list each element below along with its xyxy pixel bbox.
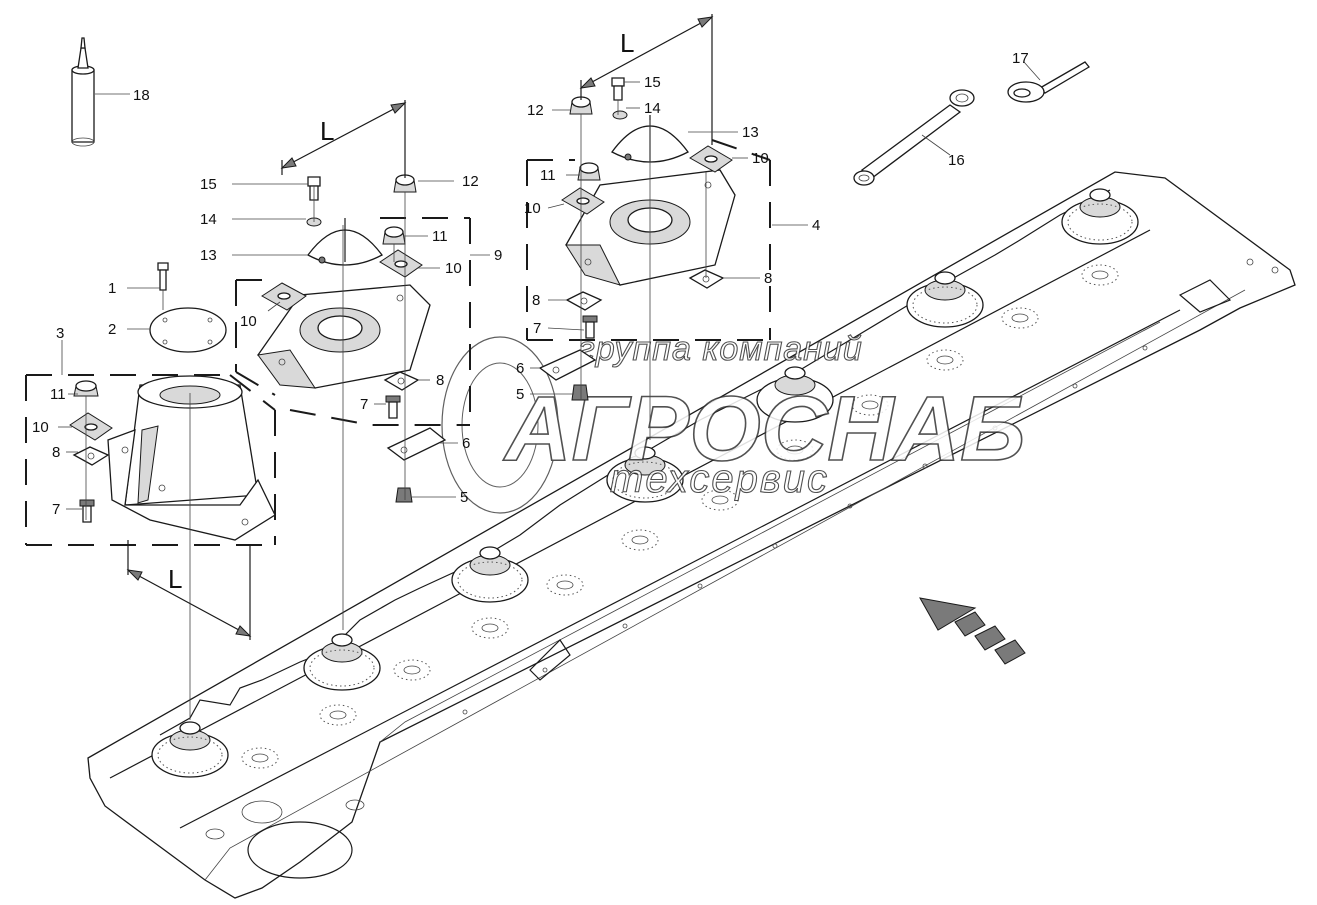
callout-7b: 7 [360,396,368,413]
part-2-gasket [149,262,227,353]
hub-5 [756,366,834,423]
callout-5b: 5 [516,386,524,403]
bar-end-cutout [247,821,353,879]
watermark-line3: техсервис [610,457,829,501]
watermark-line1: группа компаний [578,330,863,368]
callout-9: 9 [494,247,502,264]
hub-2 [303,633,381,691]
part-6-knife-a [386,427,447,461]
dimension-lines: L L L [126,14,714,640]
callout-1: 1 [108,280,116,297]
callout-10e: 10 [524,200,541,217]
hub-1 [151,721,229,778]
callout-14a: 14 [200,211,217,228]
cutter-bar [87,171,1296,899]
part-8-washer-b [383,371,420,391]
callout-10d: 10 [752,150,769,167]
hub-7 [1061,188,1139,245]
part-11-nut-b [382,226,406,245]
part-15-bolt-c [611,77,625,101]
callout-7c: 7 [533,320,541,337]
callout-13a: 13 [200,247,217,264]
dimension-label-middle: L [320,116,334,146]
watermark-line2: АГРОСНАБ [503,378,1025,480]
callout-8d: 8 [532,292,540,309]
part-8-washer-c [565,291,603,311]
assembly-9-disc [235,174,471,503]
callout-10a: 10 [32,419,49,436]
callout-15b: 15 [644,74,661,91]
part-18-grease-tube [71,37,95,147]
part-10-plate-d [561,187,605,215]
callout-4: 4 [812,217,820,234]
assembly-3-drum [25,374,276,546]
callout-15a: 15 [200,176,217,193]
part-10-plate-a [69,412,113,441]
part-12-nut-c [569,96,593,115]
part-11-nut-c [577,162,601,181]
callout-8a: 8 [52,444,60,461]
callout-6a: 6 [462,435,470,452]
callout-18: 18 [133,87,150,104]
part-5-bolt-b [571,384,589,401]
callout-13b: 13 [742,124,759,141]
hub-3 [451,546,529,603]
callout-14b: 14 [644,100,661,117]
gear-rings [241,264,1119,769]
hub-4 [606,446,684,503]
part-11-nut-a [73,380,99,397]
callout-7a: 7 [52,501,60,518]
part-17-key [1007,61,1090,103]
part-14-washer-c [612,110,628,120]
part-7-bolt-b [385,395,401,419]
bar-holes [462,345,1148,715]
callout-6b: 6 [516,360,524,377]
watermark: группа компаний АГРОСНАБ техсервис [441,329,1026,514]
callout-3: 3 [56,325,64,342]
part-7-bolt-a [79,499,95,523]
callout-16: 16 [948,152,965,169]
hub-6 [906,271,984,328]
callout-12b: 12 [527,102,544,119]
callout-17: 17 [1012,50,1029,67]
part-5-bolt-a [395,487,413,503]
callout-2: 2 [108,321,116,338]
disc-hubs [151,188,1139,778]
callout-8b: 8 [436,372,444,389]
part-7-bolt-c [582,315,598,339]
callout-10b: 10 [240,313,257,330]
travel-direction-arrow [919,597,1026,665]
callout-12a: 12 [462,173,479,190]
callout-11a: 11 [50,386,66,403]
leader-lines [58,61,1041,510]
callout-10c: 10 [445,260,462,277]
callout-5a: 5 [460,489,468,506]
callout-11b: 11 [432,228,448,245]
part-10-plate-b [379,249,423,278]
part-10-plate-c [261,282,307,311]
assembly-axis-lines [85,100,707,720]
callout-8c: 8 [764,270,772,287]
part-10-plate-e [689,145,733,173]
dimension-label-right: L [620,28,634,58]
part-8-washer-d [688,269,725,289]
part-8-washer-a [72,446,110,466]
callout-11c: 11 [540,167,556,184]
part-16-wrench [853,89,975,186]
callout-labels: 1 2 3 11 10 8 7 18 15 14 13 10 12 11 10 … [32,50,1029,518]
dimension-label-left: L [168,564,182,594]
